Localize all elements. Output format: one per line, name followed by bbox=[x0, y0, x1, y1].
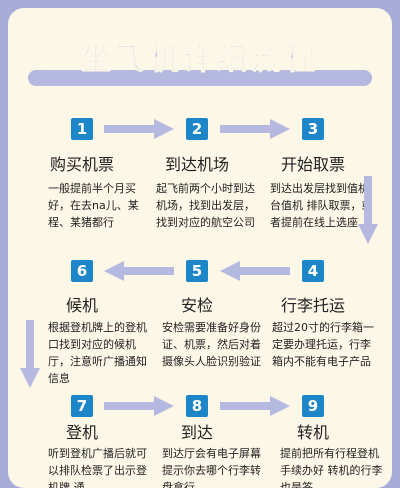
step-2-badge: 2 bbox=[186, 118, 208, 140]
step-9-title: 转机 bbox=[296, 423, 329, 442]
step-4-badge: 4 bbox=[302, 260, 324, 282]
step-8-title: 到达 bbox=[180, 423, 213, 442]
step-4-desc: 超过20寸的行李箱一定要办理托运，行李箱内不能有电子产品 bbox=[272, 321, 374, 368]
step-7-desc: 听到登机广播后就可以排队检票了出示登机牌 通 bbox=[48, 447, 147, 488]
page-title: 坐飞机详细流程 bbox=[81, 42, 319, 78]
step-7-badge: 7 bbox=[71, 395, 93, 417]
step-9-desc: 提前把所有行程登机手续办好 转机的行李也是答 bbox=[280, 447, 383, 488]
arrow-left-icon bbox=[220, 261, 290, 281]
arrow-left-icon bbox=[104, 261, 174, 281]
arrow-right-icon bbox=[220, 119, 290, 139]
step-1-desc: 一般提前半个月买好，在去na儿、某程、某猪都行 bbox=[48, 182, 139, 229]
step-3-desc: 到达出发层找到值机台值机 排队取票，或者提前在线上选座 bbox=[270, 182, 373, 229]
flow-card: 坐飞机详细流程 1 购买机票 一般提前半个月买好，在去na儿、某程、某猪都行 2… bbox=[8, 8, 392, 488]
step-5-title: 安检 bbox=[180, 296, 213, 315]
step-2-title: 到达机场 bbox=[164, 155, 229, 174]
arrow-down-icon bbox=[20, 320, 40, 388]
step-9-badge: 9 bbox=[302, 395, 324, 417]
step-5-desc: 安检需要准备好身份证、机票，然后对着摄像头人脸识别验证 bbox=[162, 321, 261, 368]
arrow-right-icon bbox=[104, 119, 174, 139]
arrow-right-icon bbox=[104, 396, 174, 416]
step-6-title: 候机 bbox=[65, 296, 98, 315]
step-7-title: 登机 bbox=[65, 423, 98, 442]
step-8-badge: 8 bbox=[186, 395, 208, 417]
step-1-title: 购买机票 bbox=[49, 155, 114, 174]
step-3-badge: 3 bbox=[302, 118, 324, 140]
arrow-down-icon bbox=[358, 176, 378, 244]
title-underline bbox=[28, 70, 372, 86]
step-8-desc: 到达厅会有电子屏幕提示你去哪个行李转盘拿行 bbox=[162, 447, 261, 488]
step-6-badge: 6 bbox=[71, 260, 93, 282]
step-2-desc: 起飞前两个小时到达机场，找到出发层，找到对应的航空公司 bbox=[156, 182, 255, 229]
step-6-desc: 根据登机牌上的登机口找到对应的候机厅，注意听广播通知信息 bbox=[48, 321, 147, 385]
step-4-title: 行李托运 bbox=[280, 296, 345, 315]
step-5-badge: 5 bbox=[186, 260, 208, 282]
arrow-right-icon bbox=[220, 396, 290, 416]
step-3-title: 开始取票 bbox=[280, 155, 345, 174]
step-1-badge: 1 bbox=[71, 118, 93, 140]
